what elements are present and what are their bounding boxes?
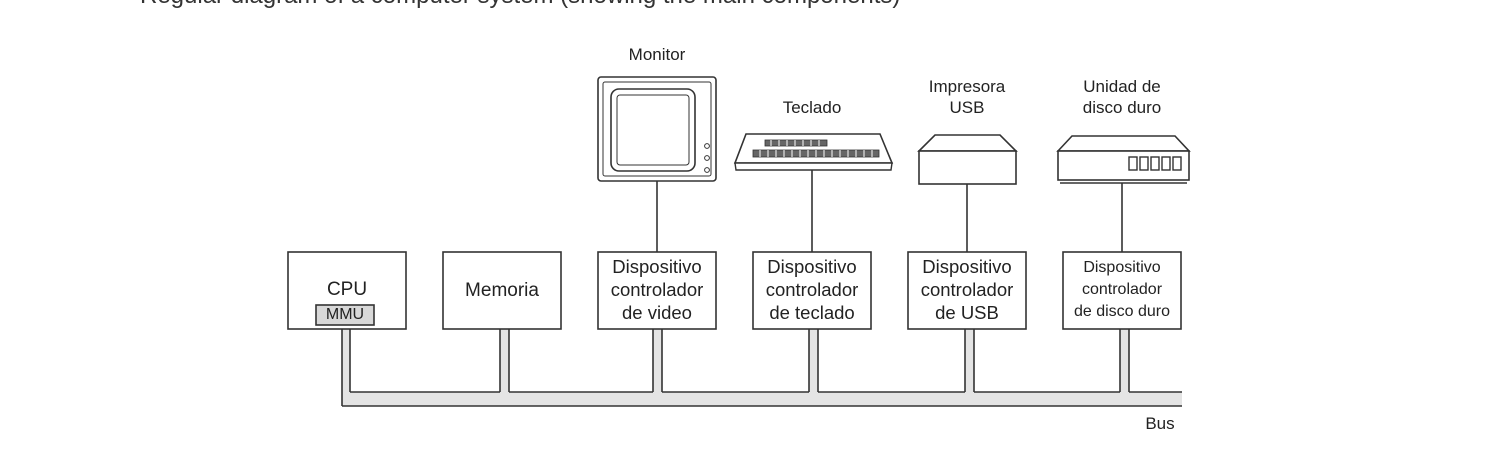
printer-icon [917,134,1018,185]
keyboard-controller-box [752,251,872,330]
system-bus [341,329,1182,407]
controller-line: de teclado [769,302,855,323]
mmu-box [315,304,375,326]
usb-controller-box [907,251,1027,330]
printer-label-line: USB [949,98,985,117]
hard-disk-icon [1056,135,1191,184]
memory-box [442,251,562,330]
controller-line: de video [622,302,692,323]
video-controller-box [597,251,717,330]
controller-line: Dispositivo [1083,259,1161,276]
controller-line: Dispositivo [767,256,857,277]
top-caption: Regular diagram of a computer system (sh… [140,0,900,10]
cpu-label: CPU [326,279,368,300]
bus-label: Bus [1145,414,1175,433]
controller-line: controlador [765,279,859,300]
printer-label-line: Impresora [928,77,1006,96]
mmu-label: MMU [325,306,365,323]
disk-label-line: Unidad de [1083,77,1161,96]
controller-line: controlador [920,279,1014,300]
disk-controller-box [1062,251,1182,330]
controller-line: de USB [935,302,999,323]
monitor-label: Monitor [628,45,686,64]
controller-line: controlador [610,279,704,300]
controller-line: Dispositivo [612,256,702,277]
controller-line: controlador [1081,281,1163,298]
memory-label: Memoria [465,280,539,301]
keyboard-label: Teclado [782,98,842,117]
keyboard-icon [733,133,894,171]
controller-line: de disco duro [1073,303,1171,320]
monitor-icon [597,76,717,182]
controller-line: Dispositivo [922,256,1012,277]
disk-label-line: disco duro [1082,98,1162,117]
